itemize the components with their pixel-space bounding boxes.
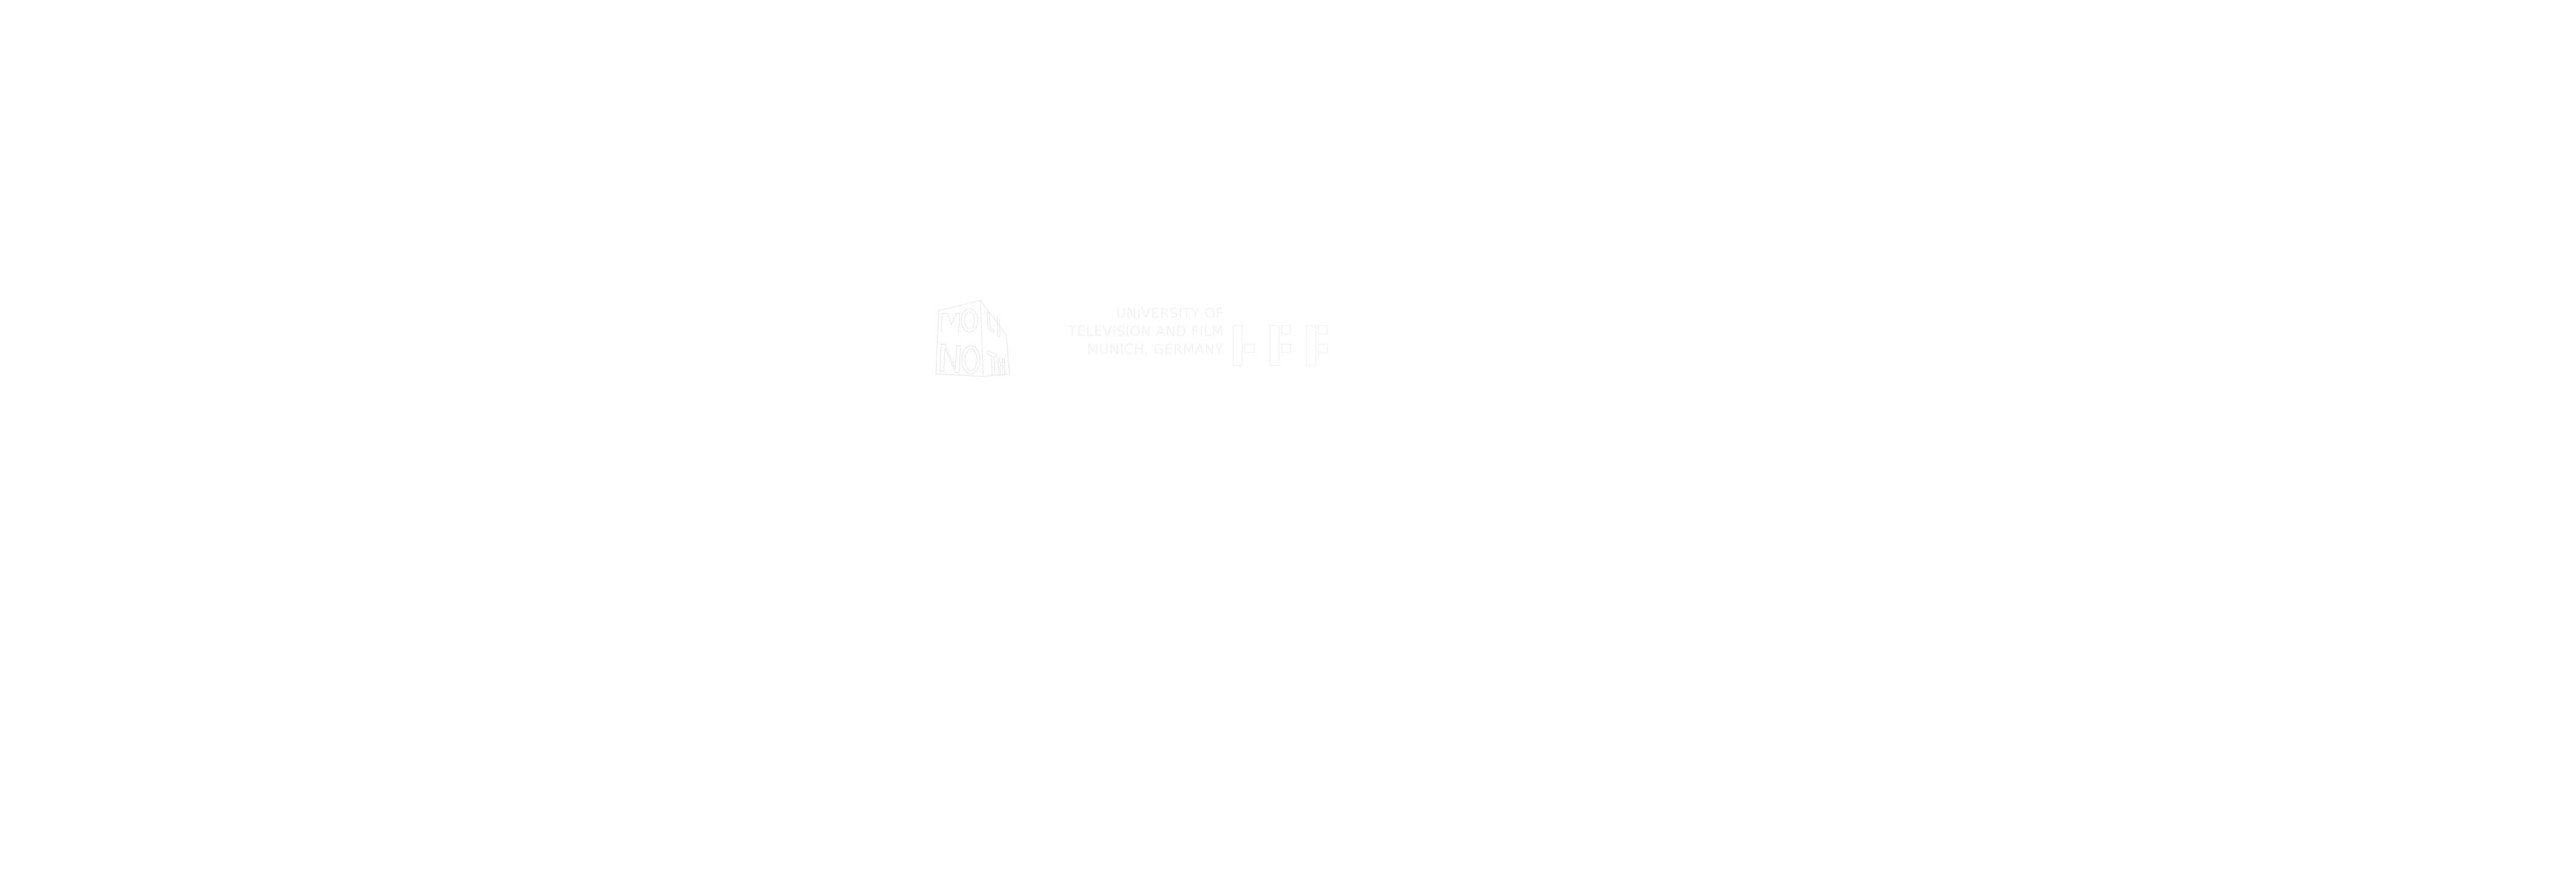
monolith-cube-icon [935,300,1010,377]
monolith-logo [933,299,1017,379]
institution-line-3: MUNICH, GERMANY [1087,342,1224,357]
institution-name: UNIVERSITY OF TELEVISION AND FILM MUNICH… [1064,304,1224,358]
institution-line-2: TELEVISION AND FILM [1068,324,1224,339]
hff-logo [1231,322,1334,369]
institution-line-1: UNIVERSITY OF [1116,306,1224,321]
hff-mark-icon [1233,325,1328,366]
